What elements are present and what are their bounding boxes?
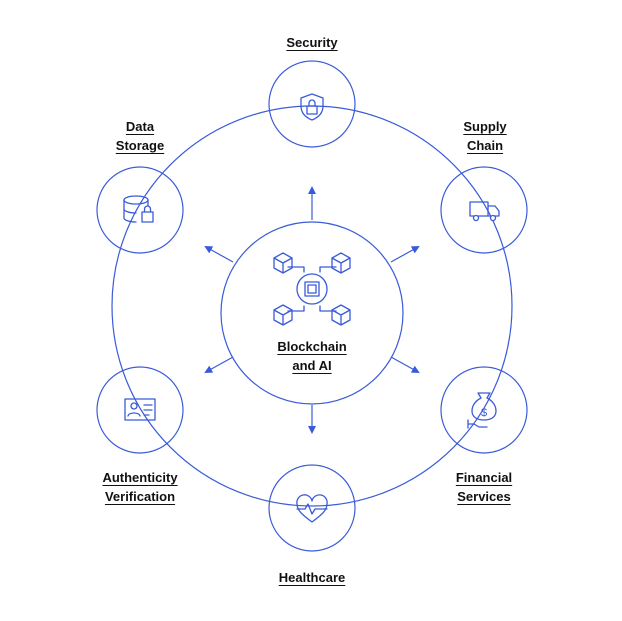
label-healthcare-text: Healthcare [278, 570, 346, 585]
node-financial-services: $ [440, 366, 528, 454]
arrows [204, 186, 420, 434]
label-financial-services-line1: Financial [455, 470, 513, 485]
center-label-line2: and AI [292, 358, 332, 373]
svg-text:$: $ [481, 407, 487, 419]
node-healthcare [268, 464, 356, 552]
shield-lock-icon [300, 93, 324, 121]
label-authenticity-verification-line2: Verification [104, 489, 176, 504]
label-financial-services-line2: Services [457, 489, 511, 504]
node-supply-chain [440, 166, 528, 254]
chip-network-icon [273, 252, 351, 326]
label-authenticity-verification-line1: Authenticity [102, 470, 178, 485]
label-security: Security [286, 33, 337, 52]
label-supply-chain: Supply Chain [463, 117, 506, 155]
node-authenticity-verification [96, 366, 184, 454]
id-card-icon [124, 398, 156, 421]
money-bag-hand-icon: $ [467, 392, 497, 429]
label-financial-services: Financial Services [456, 468, 512, 506]
label-data-storage: Data Storage [116, 117, 164, 155]
database-lock-icon [123, 195, 154, 223]
truck-icon [469, 201, 500, 222]
label-authenticity-verification: Authenticity Verification [102, 468, 177, 506]
label-supply-chain-line2: Chain [466, 138, 504, 153]
center-label-line1: Blockchain [277, 339, 347, 354]
label-healthcare: Healthcare [279, 568, 345, 587]
node-security [268, 60, 356, 148]
outer-ring [111, 105, 513, 507]
label-supply-chain-line1: Supply [463, 119, 507, 134]
heart-pulse-icon [296, 494, 328, 523]
arrow-down-left [204, 356, 234, 373]
label-security-text: Security [286, 35, 338, 50]
label-data-storage-line2: Storage [115, 138, 165, 153]
node-data-storage [96, 166, 184, 254]
label-data-storage-line1: Data [125, 119, 155, 134]
center-circle [220, 221, 404, 405]
arrow-up-left [204, 246, 234, 263]
arrow-up-right [390, 246, 420, 263]
arrow-down-right [390, 356, 420, 373]
center-label: Blockchain and AI [277, 337, 346, 375]
